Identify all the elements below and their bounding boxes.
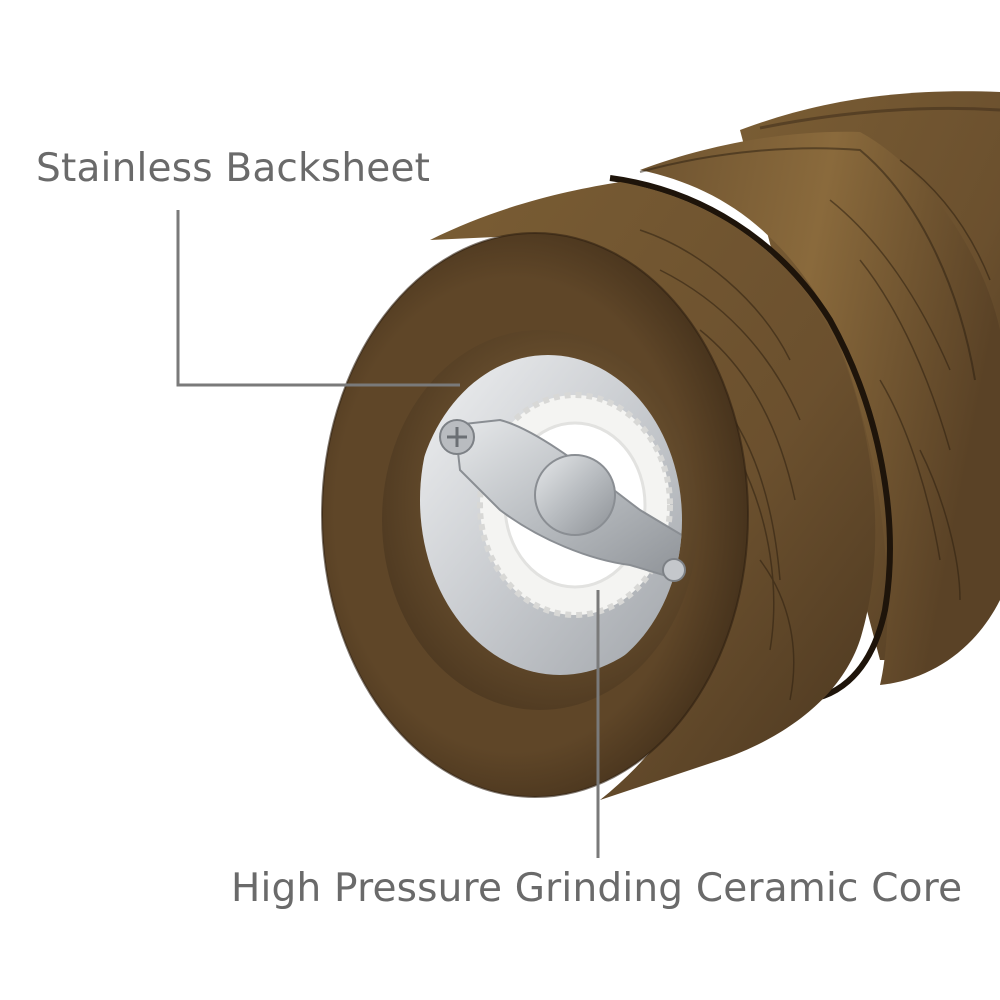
grinder-body-middle (639, 131, 1000, 685)
backsheet-leader-line (176, 210, 460, 387)
phillips-screw-icon (439, 419, 475, 455)
phillips-screw-icon (662, 558, 686, 582)
grinding-mechanism (420, 355, 682, 675)
grinder-front-cylinder (430, 182, 876, 800)
grinder-groove (609, 175, 893, 703)
wood-grain (639, 159, 991, 701)
ceramic-core-label: High Pressure Grinding Ceramic Core (231, 866, 963, 911)
backsheet-label: Stainless Backsheet (36, 146, 431, 191)
